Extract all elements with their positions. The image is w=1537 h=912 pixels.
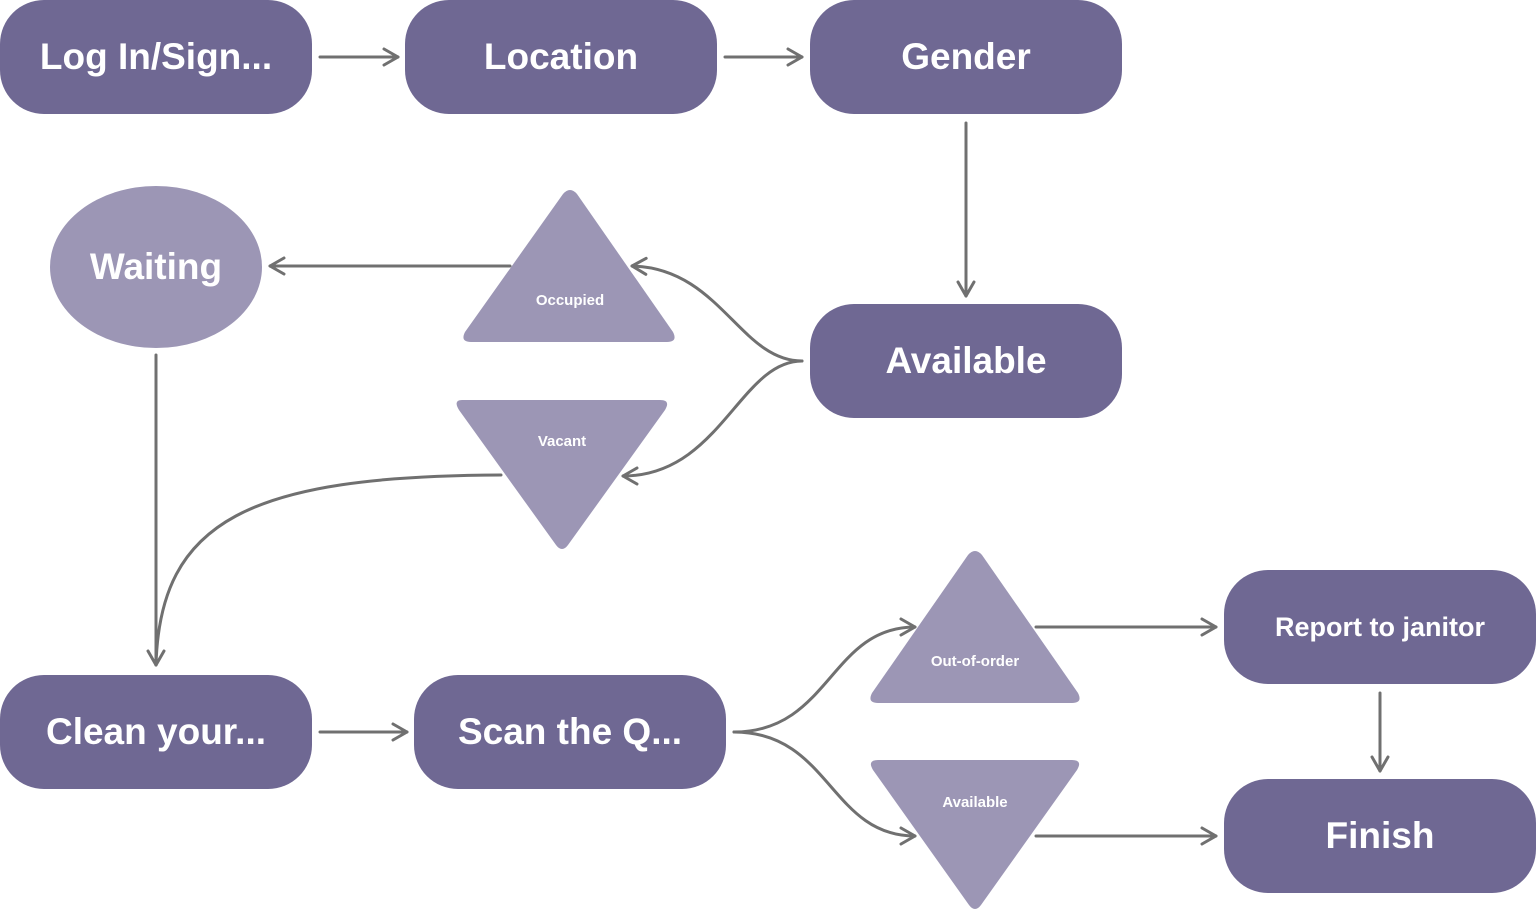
node-login[interactable]: Log In/Sign... [0,0,312,114]
occupied-triangle[interactable] [463,190,675,342]
node-occupied-label: Occupied [535,292,605,309]
node-out-of-order-label: Out-of-order [930,653,1020,670]
node-location[interactable]: Location [405,0,717,114]
out-of-order-triangle[interactable] [870,551,1080,703]
node-clean[interactable]: Clean your... [0,675,312,789]
node-available-check-label: Available [942,794,1008,811]
edge-scan-available-check [732,730,917,846]
node-finish-label: Finish [1325,815,1435,856]
node-vacant-label: Vacant [537,433,587,450]
node-available[interactable]: Available [810,304,1122,418]
node-gender[interactable]: Gender [810,0,1122,114]
node-available-label: Available [885,340,1047,381]
node-scan[interactable]: Scan the Q... [414,675,726,789]
available-check-triangle[interactable] [870,760,1080,909]
node-waiting[interactable]: Waiting [50,186,262,348]
edge-available-occupied [630,256,804,363]
vacant-triangle[interactable] [456,400,668,549]
node-gender-label: Gender [901,36,1031,77]
node-location-label: Location [483,36,639,77]
edge-scan-out-of-order [732,617,917,734]
node-clean-label: Clean your... [45,711,266,752]
node-login-label: Log In/Sign... [39,36,273,77]
node-scan-label: Scan the Q... [457,711,683,752]
edge-available-vacant [621,359,804,486]
node-finish[interactable]: Finish [1224,779,1536,893]
node-waiting-label: Waiting [89,246,223,287]
node-report[interactable]: Report to janitor [1224,570,1536,684]
node-report-label: Report to janitor [1275,611,1485,642]
edge-vacant-clean [154,473,503,667]
